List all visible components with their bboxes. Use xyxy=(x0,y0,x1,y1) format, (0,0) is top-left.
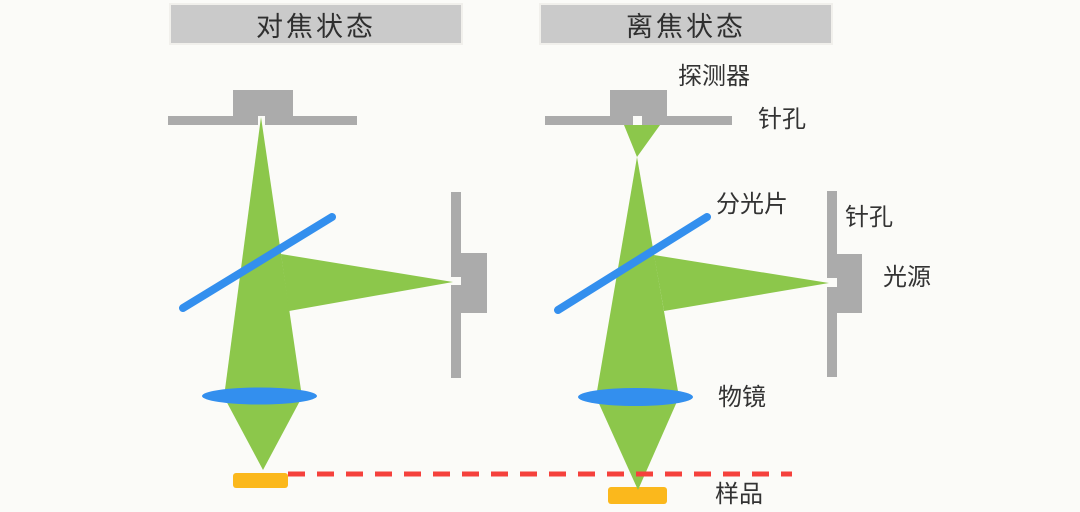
light-source-block xyxy=(837,254,862,313)
detector-block xyxy=(610,90,667,117)
beam-splitter-plate xyxy=(554,213,711,314)
objective-lens xyxy=(578,388,693,406)
sample-label: 样品 xyxy=(715,481,763,508)
source-beam xyxy=(654,255,829,311)
detector-block xyxy=(233,90,293,117)
blocked-beam-cone xyxy=(624,125,660,157)
source-pinhole-gap xyxy=(451,277,461,285)
source-pinhole-gap xyxy=(827,278,837,287)
panel-focused xyxy=(168,90,487,488)
pinhole-source-label: 针孔 xyxy=(845,204,893,231)
pinhole-gap xyxy=(633,116,642,125)
light-source-label: 光源 xyxy=(883,264,931,291)
beam-splitter-label: 分光片 xyxy=(716,191,788,218)
panel-defocused xyxy=(545,90,862,504)
panel-title-focused: 对焦状态 xyxy=(169,3,463,45)
vertical-beam xyxy=(224,117,302,470)
detector-label: 探测器 xyxy=(678,63,750,90)
source-beam xyxy=(281,254,453,311)
sample-block xyxy=(608,487,667,504)
objective-lens xyxy=(202,387,317,405)
panel-title-defocused: 离焦状态 xyxy=(539,3,833,45)
light-source-block xyxy=(461,253,487,313)
objective-label: 物镜 xyxy=(718,384,766,411)
beam-splitter-plate xyxy=(179,213,336,312)
vertical-beam xyxy=(596,157,679,490)
pinhole-top-label: 针孔 xyxy=(758,106,806,133)
sample-block xyxy=(233,473,288,488)
